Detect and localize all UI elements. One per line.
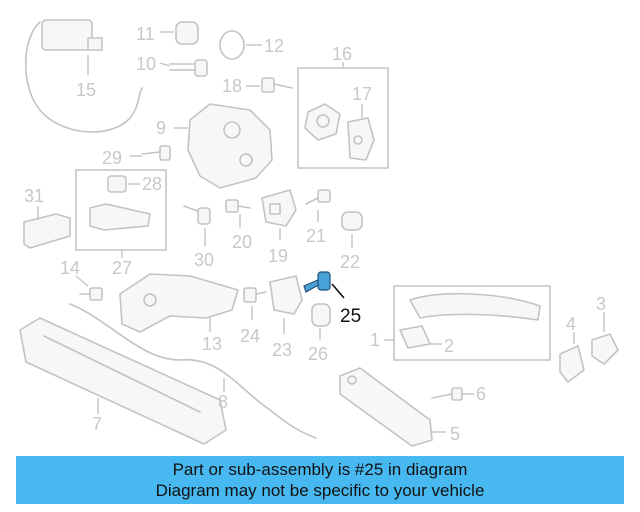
label-10: 10 <box>136 54 156 74</box>
part-5-bracket <box>339 367 446 447</box>
part-7-panel <box>19 317 227 445</box>
part-21-bolt <box>305 189 331 222</box>
label-24: 24 <box>240 326 260 346</box>
part-22-bushing <box>341 211 363 248</box>
label-27: 27 <box>112 258 132 278</box>
label-12: 12 <box>264 36 284 56</box>
part-1-handle-box <box>384 285 551 361</box>
part-labels: 1 2 3 4 5 6 7 8 9 10 11 12 13 14 15 16 1… <box>24 24 606 444</box>
part-24-bolt <box>243 287 267 320</box>
part-16-box <box>297 62 389 169</box>
part-31-sensor <box>23 206 71 249</box>
label-29: 29 <box>102 148 122 168</box>
part-25-bolt-highlighted <box>303 271 345 299</box>
label-2: 2 <box>444 336 454 356</box>
label-5: 5 <box>450 424 460 444</box>
label-28: 28 <box>142 174 162 194</box>
label-16: 16 <box>332 44 352 64</box>
part-19-striker <box>261 189 297 240</box>
part-15-cable <box>25 19 143 133</box>
label-1: 1 <box>370 330 380 350</box>
part-14-bolt <box>75 275 103 301</box>
banner-line-disclaimer: Diagram may not be specific to your vehi… <box>155 481 485 500</box>
part-23-striker <box>269 275 303 334</box>
label-22: 22 <box>340 252 360 272</box>
part-13-bracket <box>119 273 239 333</box>
label-30: 30 <box>194 250 214 270</box>
label-6: 6 <box>476 384 486 404</box>
label-20: 20 <box>232 232 252 252</box>
label-19: 19 <box>268 246 288 266</box>
part-11-clip <box>160 21 199 45</box>
label-21: 21 <box>306 226 326 246</box>
label-23: 23 <box>272 340 292 360</box>
part-18-bolt <box>246 77 293 93</box>
banner-line-part: Part or sub-assembly is #25 in diagram <box>172 460 468 479</box>
label-26: 26 <box>308 344 328 364</box>
part-20-bolt <box>225 199 251 228</box>
part-27-box <box>75 169 167 258</box>
part-3-cap <box>591 312 619 365</box>
label-11: 11 <box>136 24 155 44</box>
part-10-bolt <box>159 59 208 77</box>
label-31: 31 <box>24 186 44 206</box>
label-17: 17 <box>352 84 372 104</box>
part-29-bolt <box>130 145 171 161</box>
label-9: 9 <box>156 118 166 138</box>
label-3: 3 <box>596 294 606 314</box>
label-4: 4 <box>566 314 576 334</box>
part-12-cap <box>219 30 262 60</box>
label-8: 8 <box>218 392 228 412</box>
label-25-highlighted: 25 <box>340 306 361 327</box>
part-30-bolt <box>183 205 211 246</box>
part-9-latch <box>174 103 273 189</box>
label-13: 13 <box>202 334 222 354</box>
part-4-cover <box>559 332 585 383</box>
info-banner: Part or sub-assembly is #25 in diagram D… <box>16 456 624 504</box>
label-15: 15 <box>76 80 96 100</box>
part-6-bolt <box>431 387 474 401</box>
part-26-bushing <box>311 303 331 340</box>
label-7: 7 <box>92 414 102 434</box>
part-8-cable <box>69 303 317 439</box>
parts-diagram: 1 2 3 4 5 6 7 8 9 10 11 12 13 14 15 16 1… <box>19 19 619 447</box>
label-18: 18 <box>222 76 242 96</box>
label-14: 14 <box>60 258 80 278</box>
